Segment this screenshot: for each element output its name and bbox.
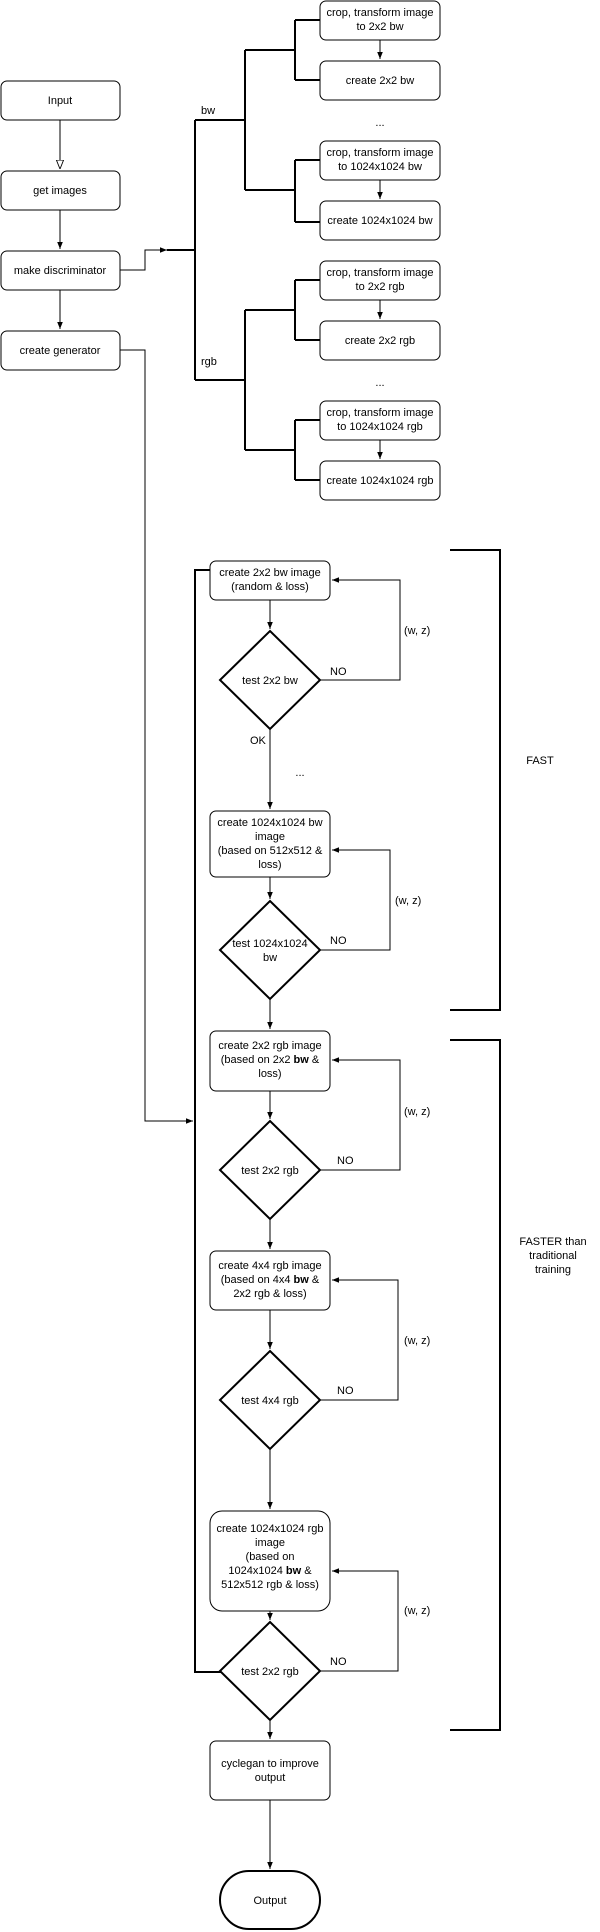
svg-text:get images: get images bbox=[33, 185, 87, 197]
svg-text:create 1024x1024 bw: create 1024x1024 bw bbox=[327, 215, 432, 227]
svg-text:NO: NO bbox=[330, 1656, 347, 1668]
node-gen-4x4-rgb: create 4x4 rgb image (based on 4x4 bw & … bbox=[209, 1250, 331, 1311]
svg-text:(w, z): (w, z) bbox=[404, 1106, 430, 1118]
svg-text:NO: NO bbox=[330, 666, 347, 678]
svg-text:make discriminator: make discriminator bbox=[14, 265, 107, 277]
svg-text:create 2x2 rgb: create 2x2 rgb bbox=[345, 335, 415, 347]
svg-text:create 1024x1024 rgb: create 1024x1024 rgb bbox=[326, 475, 433, 487]
node-test-2x2-rgb: test 2x2 rgb bbox=[218, 1119, 322, 1221]
svg-text:crop, transform image: crop, transform image bbox=[327, 147, 434, 159]
bracket-fast bbox=[450, 549, 501, 1011]
node-input: Input bbox=[0, 80, 121, 121]
svg-text:test 2x2 rgb: test 2x2 rgb bbox=[241, 1165, 298, 1177]
node-crop-1024-bw: crop, transform image to 1024x1024 bw bbox=[319, 140, 441, 181]
svg-text:(based on 2x2 bw &: (based on 2x2 bw & bbox=[221, 1054, 320, 1066]
training-loop-bar bbox=[194, 569, 222, 1673]
svg-text:Input: Input bbox=[48, 95, 72, 107]
svg-text:2x2 rgb & loss): 2x2 rgb & loss) bbox=[233, 1288, 306, 1300]
svg-text:create generator: create generator bbox=[20, 345, 101, 357]
node-test-1024-bw: test 1024x1024 bw bbox=[218, 899, 322, 1001]
node-crop-2x2-bw: crop, transform image to 2x2 bw bbox=[319, 0, 441, 41]
ellipsis-training: ... bbox=[295, 767, 304, 779]
svg-text:512x512 rgb & loss): 512x512 rgb & loss) bbox=[221, 1579, 319, 1591]
svg-text:test 2x2 bw: test 2x2 bw bbox=[242, 675, 298, 687]
svg-text:(w, z): (w, z) bbox=[404, 1605, 430, 1617]
edge-retry-2x2-rgb bbox=[320, 1057, 401, 1171]
edge-retry-1024-bw bbox=[320, 847, 391, 951]
svg-text:NO: NO bbox=[330, 935, 347, 947]
svg-text:to 1024x1024 bw: to 1024x1024 bw bbox=[338, 161, 422, 173]
label-ok: OK bbox=[250, 735, 267, 747]
label-faster-2: traditional bbox=[529, 1250, 577, 1262]
node-create-generator: create generator bbox=[0, 330, 121, 371]
svg-text:create 4x4 rgb image: create 4x4 rgb image bbox=[218, 1260, 321, 1272]
svg-text:loss): loss) bbox=[258, 1068, 281, 1080]
discriminator-tree bbox=[167, 19, 320, 481]
label-fast: FAST bbox=[526, 755, 554, 767]
edge-generator-training bbox=[120, 349, 193, 1124]
node-test-final-rgb: test 2x2 rgb bbox=[218, 1620, 322, 1722]
svg-text:(w, z): (w, z) bbox=[404, 625, 430, 637]
svg-text:crop, transform image: crop, transform image bbox=[327, 7, 434, 19]
svg-text:(w, z): (w, z) bbox=[404, 1335, 430, 1347]
svg-text:(w, z): (w, z) bbox=[395, 895, 421, 907]
node-create-2x2-bw: create 2x2 bw bbox=[319, 60, 441, 101]
label-faster-3: training bbox=[535, 1264, 571, 1276]
node-gen-1024-bw: create 1024x1024 bw image (based on 512x… bbox=[209, 810, 331, 878]
svg-text:test 2x2 rgb: test 2x2 rgb bbox=[241, 1666, 298, 1678]
node-create-1024-rgb: create 1024x1024 rgb bbox=[319, 460, 441, 501]
svg-text:NO: NO bbox=[337, 1155, 354, 1167]
svg-text:create 2x2 bw image: create 2x2 bw image bbox=[219, 567, 321, 579]
svg-text:create 1024x1024 rgb: create 1024x1024 rgb bbox=[216, 1523, 323, 1535]
svg-text:create 2x2 bw: create 2x2 bw bbox=[346, 75, 415, 87]
node-crop-1024-rgb: crop, transform image to 1024x1024 rgb bbox=[319, 400, 441, 441]
svg-text:to 2x2 bw: to 2x2 bw bbox=[356, 21, 403, 33]
svg-text:loss): loss) bbox=[258, 859, 281, 871]
node-test-2x2-bw: test 2x2 bw bbox=[218, 629, 322, 731]
svg-text:(random & loss): (random & loss) bbox=[231, 581, 309, 593]
node-test-4x4-rgb: test 4x4 rgb bbox=[218, 1349, 322, 1451]
ellipsis-rgb: ... bbox=[375, 377, 384, 389]
svg-text:(based on: (based on bbox=[246, 1551, 295, 1563]
node-gen-2x2-bw: create 2x2 bw image (random & loss) bbox=[209, 560, 331, 601]
ellipsis-bw: ... bbox=[375, 117, 384, 129]
node-gen-1024-rgb: create 1024x1024 rgb image (based on 102… bbox=[209, 1510, 331, 1612]
svg-text:crop, transform image: crop, transform image bbox=[327, 267, 434, 279]
node-crop-2x2-rgb: crop, transform image to 2x2 rgb bbox=[319, 260, 441, 301]
node-make-discriminator: make discriminator bbox=[0, 250, 121, 291]
svg-text:output: output bbox=[255, 1772, 286, 1784]
svg-text:(based on 4x4 bw &: (based on 4x4 bw & bbox=[221, 1274, 320, 1286]
node-gen-2x2-rgb: create 2x2 rgb image (based on 2x2 bw & … bbox=[209, 1030, 331, 1092]
svg-text:image: image bbox=[255, 831, 285, 843]
svg-text:bw: bw bbox=[263, 952, 277, 964]
label-bw-branch: bw bbox=[201, 105, 215, 117]
edge-retry-4x4-rgb bbox=[320, 1277, 399, 1401]
svg-text:cyclegan to improve: cyclegan to improve bbox=[221, 1758, 319, 1770]
edge-retry-1024-rgb bbox=[320, 1568, 399, 1672]
label-faster-1: FASTER than bbox=[519, 1236, 586, 1248]
svg-text:1024x1024 bw &: 1024x1024 bw & bbox=[228, 1565, 312, 1577]
node-get-images: get images bbox=[0, 170, 121, 211]
label-rgb-branch: rgb bbox=[201, 356, 217, 368]
svg-text:to 1024x1024 rgb: to 1024x1024 rgb bbox=[337, 421, 423, 433]
node-create-1024-bw: create 1024x1024 bw bbox=[319, 200, 441, 241]
svg-text:test 4x4 rgb: test 4x4 rgb bbox=[241, 1395, 298, 1407]
svg-text:crop, transform image: crop, transform image bbox=[327, 407, 434, 419]
edge-retry-2x2-bw bbox=[320, 577, 401, 681]
svg-text:image: image bbox=[255, 1537, 285, 1549]
node-output: Output bbox=[219, 1870, 321, 1930]
node-cyclegan: cyclegan to improve output bbox=[209, 1740, 331, 1801]
svg-text:test 1024x1024: test 1024x1024 bbox=[232, 938, 307, 950]
svg-text:Output: Output bbox=[253, 1895, 286, 1907]
svg-text:(based on 512x512 &: (based on 512x512 & bbox=[218, 845, 323, 857]
svg-text:NO: NO bbox=[337, 1385, 354, 1397]
svg-text:create 2x2 rgb image: create 2x2 rgb image bbox=[218, 1040, 321, 1052]
bracket-faster bbox=[450, 1039, 501, 1731]
node-create-2x2-rgb: create 2x2 rgb bbox=[319, 320, 441, 361]
svg-text:to 2x2 rgb: to 2x2 rgb bbox=[356, 281, 405, 293]
edge-discriminator-tree bbox=[120, 247, 167, 271]
svg-text:create 1024x1024 bw: create 1024x1024 bw bbox=[217, 817, 322, 829]
